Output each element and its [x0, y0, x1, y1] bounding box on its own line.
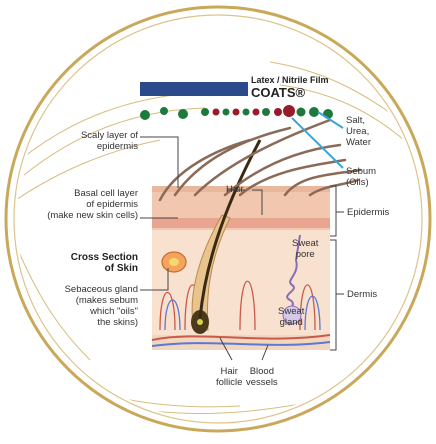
sebaceous-line2: (makes sebum [65, 295, 138, 306]
pointer-lines [292, 112, 343, 168]
cross-section-title: Cross Section of Skin [71, 252, 138, 274]
urea-label: Urea, [346, 126, 371, 137]
sweat-pore-line2: pore [292, 249, 318, 260]
sebum-label: Sebum (Oils) [346, 166, 376, 188]
water-label: Water [346, 137, 371, 148]
sweat-gland-label: Sweat gland [278, 306, 304, 328]
sweat-pore-label: Sweat pore [292, 238, 318, 260]
molecule-dots [140, 105, 333, 120]
scaly-line1: Scaly layer of [81, 130, 138, 141]
cross-section-line1: Cross Section [71, 252, 138, 263]
blood-vessels-label: Blood vessels [246, 366, 278, 388]
epidermis-label: Epidermis [347, 207, 389, 218]
sweat-gland-line2: gland [278, 317, 304, 328]
sweat-gland-line1: Sweat [278, 306, 304, 317]
sebum-line2: (Oils) [346, 177, 376, 188]
follicle-line1: Hair [216, 366, 242, 377]
sebum-line1: Sebum [346, 166, 376, 177]
follicle-line2: follicle [216, 377, 242, 388]
sweat-pore-line1: Sweat [292, 238, 318, 249]
dermis-label: Dermis [347, 289, 377, 300]
film-label: Latex / Nitrile Film COATS® [251, 75, 329, 100]
basal-band [152, 218, 330, 228]
sebaceous-line3: which "oils" [65, 306, 138, 317]
scaly-line2: epidermis [81, 141, 138, 152]
basal-line1: Basal cell layer [47, 188, 138, 199]
sebaceous-gland-label: Sebaceous gland (makes sebum which "oils… [65, 284, 138, 328]
basal-line2: of epidermis [47, 199, 138, 210]
vessels-line2: vessels [246, 377, 278, 388]
scaly-layer-label: Scaly layer of epidermis [81, 130, 138, 152]
hair-label: Hair [226, 184, 243, 195]
film-label-line2: COATS® [251, 86, 329, 100]
cross-section-line2: of Skin [71, 263, 138, 274]
sebaceous-line4: the skins) [65, 317, 138, 328]
film-bar [140, 82, 248, 96]
basal-line3: (make new skin cells) [47, 210, 138, 221]
salt-label: Salt, [346, 115, 371, 126]
basal-layer-label: Basal cell layer of epidermis (make new … [47, 188, 138, 221]
salt-urea-water-label: Salt, Urea, Water [346, 115, 371, 148]
vessels-line1: Blood [246, 366, 278, 377]
brackets [330, 186, 344, 350]
sebaceous-line1: Sebaceous gland [65, 284, 138, 295]
hair-follicle-label: Hair follicle [216, 366, 242, 388]
